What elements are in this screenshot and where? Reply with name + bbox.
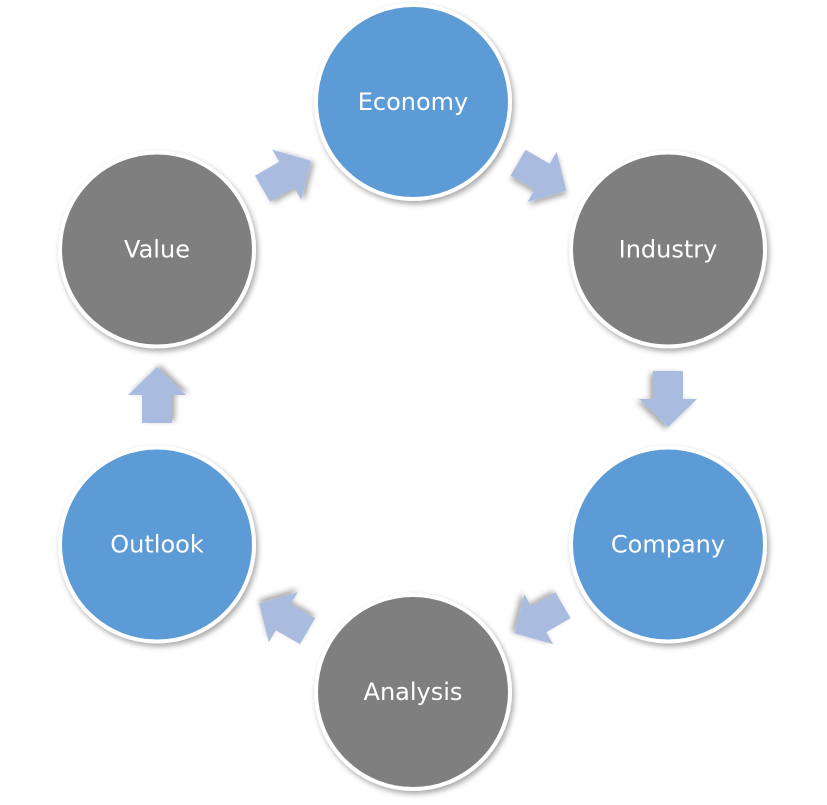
node-analysis: Analysis — [314, 593, 512, 791]
node-value: Value — [58, 150, 256, 349]
node-circle — [58, 445, 256, 644]
arrow-industry-to-company-icon — [639, 371, 697, 427]
node-circle — [569, 445, 767, 644]
node-circle — [314, 3, 512, 201]
arrow-economy-to-industry-icon — [510, 149, 567, 202]
node-outlook: Outlook — [58, 445, 256, 644]
node-company: Company — [569, 445, 767, 644]
arrow-analysis-to-outlook-icon — [259, 592, 316, 645]
node-circle — [58, 150, 256, 349]
node-label: Value — [124, 236, 190, 264]
node-circle — [314, 593, 512, 791]
node-label: Company — [611, 531, 725, 559]
arrow-company-to-analysis-icon — [514, 592, 571, 645]
node-label: Industry — [619, 236, 718, 264]
node-industry: Industry — [569, 150, 767, 349]
arrow-value-to-economy-icon — [254, 149, 311, 202]
node-label: Outlook — [110, 531, 204, 559]
node-label: Economy — [358, 88, 469, 116]
arrow-outlook-to-value-icon — [128, 367, 186, 423]
node-circle — [569, 150, 767, 349]
node-economy: Economy — [314, 3, 512, 201]
node-label: Analysis — [364, 678, 463, 706]
